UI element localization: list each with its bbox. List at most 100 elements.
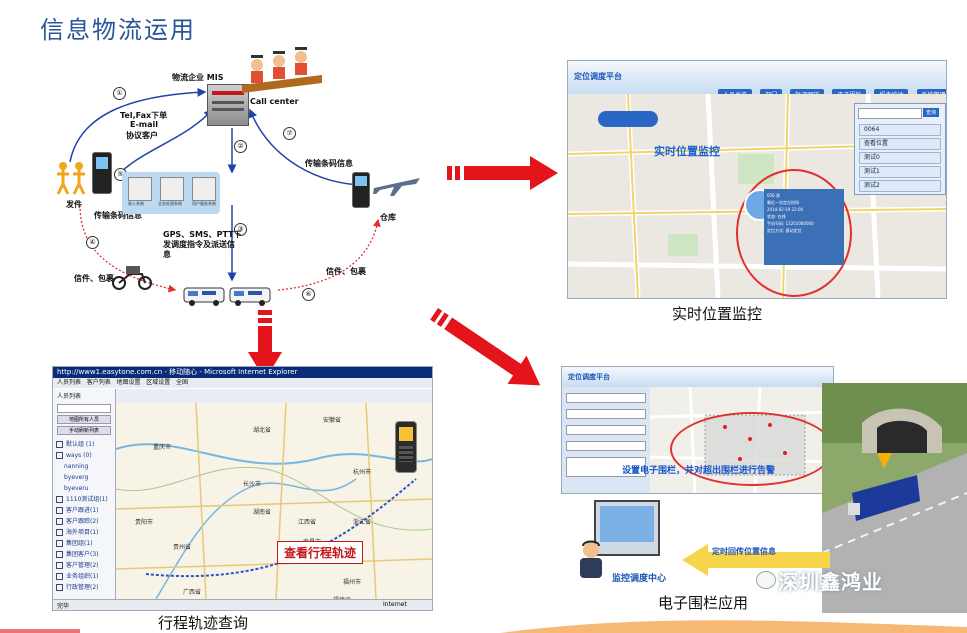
tree-item[interactable]: nanning (64, 463, 89, 470)
fence-annotation: 设置电子围栏，并对超出围栏进行告警 (622, 466, 776, 476)
tree-item[interactable]: byeverg (64, 474, 89, 481)
platform-title: 定位调度平台 (574, 72, 622, 81)
watermark: 深圳鑫鸿业 (778, 570, 883, 594)
order-text-1: Tel,Fax下单 (120, 111, 168, 120)
fence-panel: 定位调度平台 设置电子围栏，并对超出围栏进行告警 (561, 366, 834, 494)
system-screen-2 (160, 177, 184, 201)
return-arrow-text: 定时回传位置信息 (712, 547, 776, 556)
city-label: 贵阳市 (135, 519, 154, 526)
courier-motorbike-icon (112, 266, 152, 290)
step-1: ① (113, 87, 126, 100)
system-screen-1 (128, 177, 152, 201)
province-label: 安徽省 (323, 417, 342, 424)
system-screen-3 (192, 177, 216, 201)
location-caption: 实时位置监控 (672, 305, 763, 323)
tree-item[interactable]: 默认组 (1) (56, 439, 115, 450)
tree-item[interactable]: 1110测试组(1) (56, 494, 115, 505)
personnel-item[interactable]: 测试1 (859, 166, 941, 178)
tree-item[interactable]: 业务组织(1) (56, 571, 115, 582)
personnel-sidebar: 查询 0064 查看位置 测试0 测试1 测试2 (854, 103, 946, 195)
dispatch-text-1: GPS、SMS、PTT下 (163, 230, 242, 239)
region-select[interactable]: 全国 (176, 379, 189, 386)
barcode-info-left: 传输条码信息 (94, 211, 142, 220)
province-label: 湖北省 (253, 427, 272, 434)
call-center-label: Call center (250, 97, 299, 106)
form-field[interactable] (566, 441, 646, 451)
tree-item[interactable]: 集团客户(3) (56, 549, 115, 560)
province-label: 浙江省 (353, 519, 372, 526)
search-input[interactable] (858, 108, 922, 119)
personnel-item[interactable]: 0064 (859, 124, 941, 136)
tree-item[interactable]: 集团组(1) (56, 538, 115, 549)
dispatch-text-3: 息 (163, 250, 171, 259)
province-label: 江西省 (298, 519, 317, 526)
bubble-line: 状态: 在线 (767, 214, 786, 219)
menu-item[interactable]: 地图设置 (116, 379, 141, 386)
form-field[interactable] (566, 393, 646, 403)
browser-title-bar: http://www1.easytone.com.cn - 移动随心 - Mic… (53, 367, 432, 378)
bottom-decoration (0, 620, 967, 633)
group-tree: 默认组 (1) ways (0) nanning byeverg byeveru… (53, 439, 115, 593)
barcode-info-right: 传输条码信息 (305, 159, 353, 168)
menu-item[interactable]: 区域设置 (146, 379, 171, 386)
menu-item[interactable]: 客户列表 (86, 379, 111, 386)
refresh-list-button[interactable]: 手动刷新列表 (57, 426, 111, 435)
province-label: 贵州省 (173, 544, 192, 551)
form-field[interactable] (566, 425, 646, 435)
personnel-item[interactable]: 测试0 (859, 152, 941, 164)
operator-icon (580, 540, 602, 578)
slide-title: 信息物流运用 (40, 16, 196, 44)
system-screen-label-2: 业务处理系统 (158, 201, 182, 206)
tree-item[interactable]: 客户跟进(1) (56, 505, 115, 516)
system-screen-label-1: 收入系统 (128, 201, 144, 206)
letters-left: 信件、包裹 (74, 274, 114, 283)
search-button[interactable]: 查询 (923, 108, 940, 117)
sidebar-header: 人员列表 (57, 393, 82, 400)
tree-item[interactable]: byeveru (64, 485, 89, 492)
order-text-2: E-mail (130, 120, 159, 129)
tree-item[interactable]: 海外项目(1) (56, 527, 115, 538)
yellow-return-arrow (682, 544, 830, 576)
dispatch-text-2: 发调度指令及派送信 (163, 240, 235, 249)
sender-label: 发件 (66, 200, 82, 209)
tree-item[interactable]: 客户管理(2) (56, 560, 115, 571)
highway-photo (822, 383, 967, 613)
city-label: 杭州市 (353, 469, 372, 476)
personnel-tree-sidebar: 人员列表 地图所有人员 手动刷新列表 默认组 (1) ways (0) nann… (53, 389, 116, 599)
province-label: 广西省 (183, 589, 202, 596)
city-label: 重庆市 (153, 444, 172, 451)
track-caption: 行程轨迹查询 (158, 614, 249, 632)
bubble-line: 2014-02-19 22:00 (767, 207, 804, 212)
map-all-button[interactable]: 地图所有人员 (57, 415, 111, 424)
status-left: 完毕 (57, 603, 70, 610)
city-label: 长沙市 (243, 481, 262, 488)
location-monitor-panel: 定位调度平台 人员总览 部门 轨迹回放 电子围栏 报表统计 系统管理 实时位置监… (567, 60, 947, 299)
bubble-line: 最近一次定位时间 (767, 200, 799, 205)
form-field[interactable] (566, 409, 646, 419)
app-menu-bar: 人员列表 客户列表 地图设置 区域设置 全国 (53, 378, 432, 388)
tree-item[interactable]: 行政管理(2) (56, 582, 115, 593)
tree-item[interactable]: 客户跟踪(2) (56, 516, 115, 527)
city-label: 福州市 (343, 579, 362, 586)
tree-item[interactable]: ways (0) (56, 450, 115, 461)
delivery-vans-icon (183, 287, 271, 306)
step-2: ② (234, 140, 247, 153)
bubble-line: 手机号码: 13201000000 (767, 221, 814, 226)
track-map[interactable] (116, 389, 432, 599)
platform-header: 定位调度平台 人员总览 部门 轨迹回放 电子围栏 报表统计 系统管理 (568, 61, 946, 100)
menu-item[interactable]: 人员列表 (57, 379, 82, 386)
monitor-screen (594, 500, 660, 556)
step-6: ⑥ (302, 288, 315, 301)
track-annotation: 查看行程轨迹 (277, 541, 364, 564)
personnel-item[interactable]: 查看位置 (859, 138, 941, 150)
form-list[interactable] (566, 457, 646, 477)
airplane-icon (373, 178, 420, 196)
map-tool-strip[interactable] (598, 111, 658, 127)
location-annotation: 实时位置监控 (654, 145, 720, 158)
gps-phone-icon (395, 421, 417, 473)
province-label: 湖南省 (253, 509, 272, 516)
sender-people-icon (56, 162, 86, 195)
sidebar-search-input[interactable] (57, 404, 111, 413)
fence-caption: 电子围栏应用 (658, 594, 749, 612)
personnel-item[interactable]: 测试2 (859, 180, 941, 192)
